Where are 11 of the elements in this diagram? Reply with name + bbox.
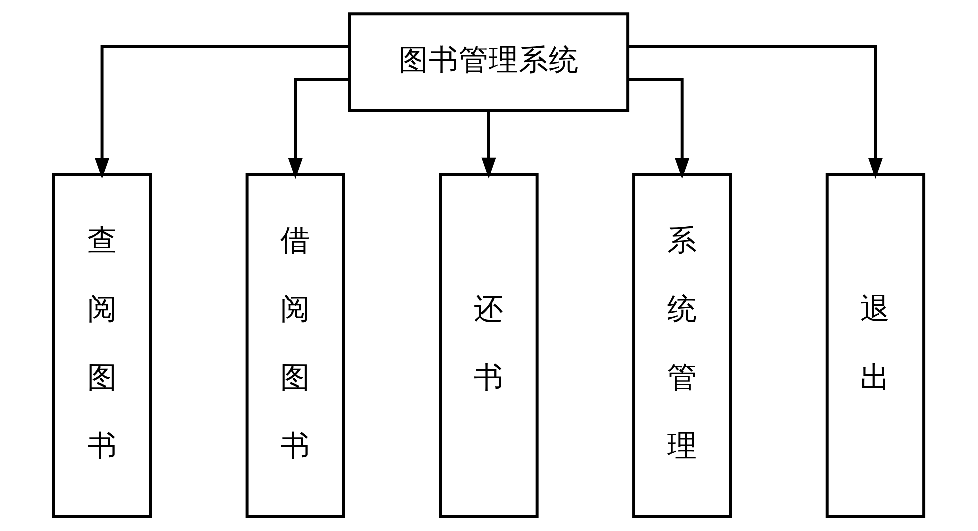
arrow [482, 111, 496, 179]
node-box: 还书 [439, 173, 539, 518]
node-box: 图书管理系统 [348, 12, 630, 112]
arrow [94, 45, 350, 180]
arrow [628, 45, 884, 180]
arrow [628, 78, 690, 180]
node-box: 退出 [826, 173, 926, 518]
arrow [288, 78, 350, 180]
node-box: 查阅图书 [52, 173, 152, 518]
node-box: 系统管理 [632, 173, 732, 518]
node-box: 借阅图书 [246, 173, 346, 518]
